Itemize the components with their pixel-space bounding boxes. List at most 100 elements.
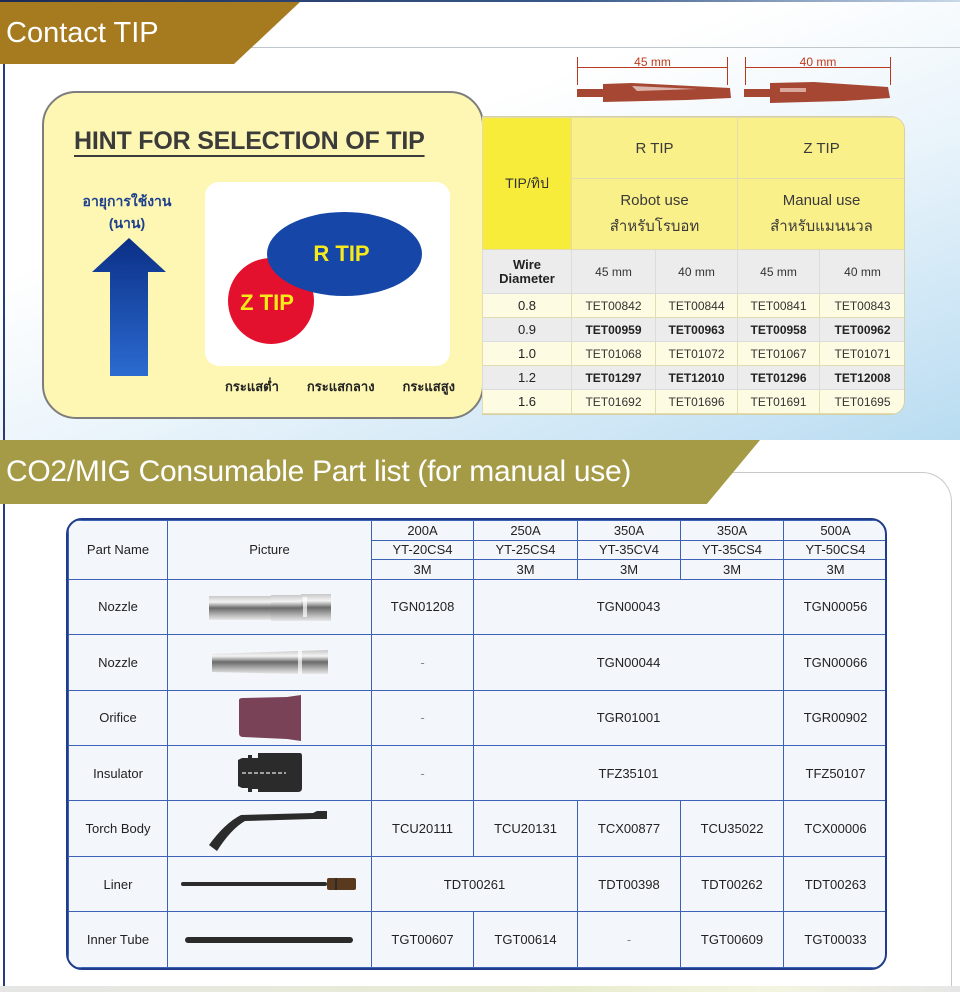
low-current-label: กระแสต่ำ [225,379,279,394]
part-name: Inner Tube [68,911,168,968]
medium-current-label: กระแสกลาง [306,379,375,394]
part-code: TDT00398 [577,855,681,913]
part-code: TGT00607 [371,911,474,968]
section-frame [660,472,952,992]
inner-tube-image [184,936,353,943]
header-divider [240,47,960,48]
hint-panel: HINT FOR SELECTION OF TIP อายุการใช้งาน … [42,91,484,419]
liner-image [180,878,356,891]
length-header: 45 mm [571,249,656,294]
part-code: TET01071 [819,341,904,366]
part-code: TET01296 [737,365,821,390]
part-code: TET01068 [571,341,656,366]
insulator-image [237,753,302,793]
amps-header: 500A [783,520,885,541]
part-code: TCX00006 [783,800,885,857]
length-header: 3M [473,559,578,580]
amps-header: 350A [577,520,681,541]
part-name-header: Part Name [68,520,168,580]
table-row: Orifice - TGR01001 TGR00902 [68,689,885,747]
part-code: TFZ35101 [473,744,784,802]
40mm-tip-image [744,82,890,103]
wire-diameter: 1.2 [482,365,572,390]
dimension-label: 45 mm [634,55,671,69]
nozzle-tapered-image [211,650,328,675]
dimension-45mm: 45 mm [577,55,728,85]
high-current-label: กระแสสูง [402,379,455,394]
z-tip-label: Z TIP [240,290,294,315]
dimension-label: 40 mm [799,55,837,69]
part-code: TDT00262 [680,855,784,913]
service-life-long-text: (นาน) [108,215,146,231]
table-row: Liner TDT00261 TDT00398 TDT00262 TDT0026… [68,855,885,913]
part-code: TET01696 [654,389,739,414]
part-picture [167,855,372,913]
orifice-image [238,694,301,741]
part-code: TDT00261 [371,855,578,913]
wire-header-line2: Diameter [499,270,555,286]
manual-use-th: สำหรับแมนนวล [770,218,873,235]
part-code: TET00844 [654,293,739,318]
part-code: TGN00043 [473,578,784,636]
length-header: 45 mm [737,249,821,294]
part-code: TGR01001 [473,689,784,747]
table-row: 1.6 TET01692 TET01696 TET01691 TET01695 [482,389,904,414]
table-row: 0.8 TET00842 TET00844 TET00841 TET00843 [482,293,904,318]
part-code: - [371,689,474,747]
wire-header-line1: Wire [512,256,542,272]
part-code: TET00963 [654,317,739,342]
part-code: TGR00902 [783,689,885,747]
part-code: TGN00066 [783,634,885,691]
length-header: 3M [783,559,885,580]
part-name: Orifice [68,689,168,747]
45mm-tip-image [577,83,731,102]
left-rule [3,504,5,992]
part-code: TET01692 [571,389,656,414]
current-level-labels: กระแสต่ำ กระแสกลาง กระแสสูง [225,376,455,397]
part-picture [167,744,372,802]
tip-part-table: TIP/ทิป R TIP Z TIP Robot use สำหรับโรบอ… [482,116,905,415]
tip-corner-header: TIP/ทิป [482,117,572,250]
wire-diameter: 1.0 [482,341,572,366]
part-code: TGT00033 [783,911,885,968]
model-header: YT-25CS4 [473,539,578,561]
part-code: TET00959 [571,317,656,342]
manual-use-en: Manual use [782,192,861,209]
part-code: TFZ50107 [783,744,885,802]
part-code: TET00843 [819,293,904,318]
part-code: TDT00263 [783,855,885,913]
consumable-parts-table: Part Name Picture 200A 250A 350A 350A 50… [66,518,887,970]
z-tip-header: Z TIP [737,117,904,179]
r-tip-label: R TIP [313,241,370,266]
part-name: Nozzle [68,578,168,636]
torch-body-image [208,810,327,851]
part-code: TET00841 [737,293,821,318]
amps-header: 250A [473,520,578,541]
bottom-band [0,986,960,992]
picture-header: Picture [167,520,372,580]
robot-use-en: Robot use [620,192,689,209]
table-row: Insulator - TFZ35101 TFZ50107 [68,744,885,802]
up-arrow-icon [92,238,166,376]
model-header: YT-35CV4 [577,539,681,561]
part-code: - [371,634,474,691]
part-picture [167,689,372,747]
part-code: TET00962 [819,317,904,342]
robot-use-th: สำหรับโรบอท [609,218,700,235]
part-code: TCX00877 [577,800,681,857]
length-header: 40 mm [654,249,739,294]
tip-selection-diagram: Z TIP R TIP [205,182,450,366]
top-strip [0,0,960,2]
part-list-banner: CO2/MIG Consumable Part list (for manual… [0,440,760,504]
part-name: Insulator [68,744,168,802]
length-header: 3M [577,559,681,580]
part-code: TGT00609 [680,911,784,968]
part-code: TET01067 [737,341,821,366]
table-row: Inner Tube TGT00607 TGT00614 - TGT00609 … [68,911,885,968]
part-code: TET12010 [654,365,739,390]
part-code: TET12008 [819,365,904,390]
manual-use-header: Manual use สำหรับแมนนวล [737,178,904,250]
service-life-text: อายุการใช้งาน [82,193,172,209]
part-code: TGN00056 [783,578,885,636]
part-code: TET01297 [571,365,656,390]
